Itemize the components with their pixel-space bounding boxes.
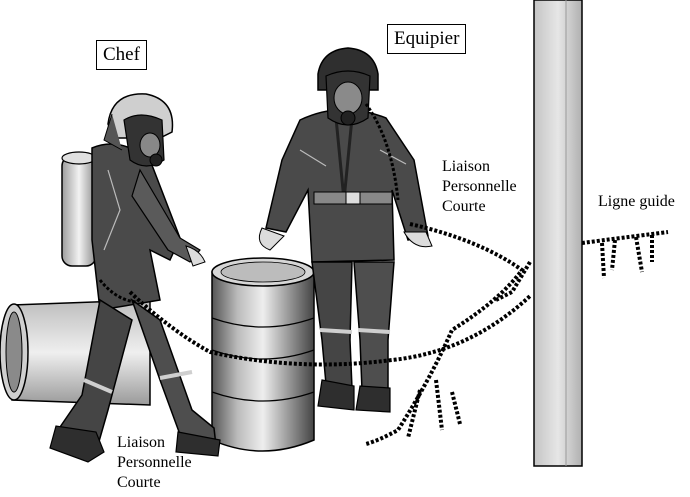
post: [533, 0, 583, 467]
guide-line-label: Ligne guide: [598, 193, 675, 210]
liaison-label-right-line: Liaison: [442, 158, 490, 175]
drum: [211, 257, 315, 452]
liaison-label-right-line: Courte: [442, 198, 486, 215]
liaison-label-right-line: Personnelle: [442, 178, 517, 195]
liaison-label-bottom-line: Personnelle: [117, 454, 192, 471]
liaison-label-bottom-line: Liaison: [117, 434, 165, 451]
equipier-label: Equipier: [387, 24, 467, 54]
liaison-label-right: Liaison Personnelle Courte: [442, 157, 517, 217]
chef-firefighter: [49, 93, 221, 463]
guide-line-rope: [581, 230, 669, 279]
personal-link-rope: [98, 222, 532, 446]
chef-label: Chef: [96, 40, 147, 70]
liaison-label-bottom: Liaison Personnelle Courte: [117, 433, 192, 493]
pipe: [0, 299, 151, 406]
liaison-label-bottom-line: Courte: [117, 474, 161, 491]
equipier-firefighter: [258, 47, 433, 413]
